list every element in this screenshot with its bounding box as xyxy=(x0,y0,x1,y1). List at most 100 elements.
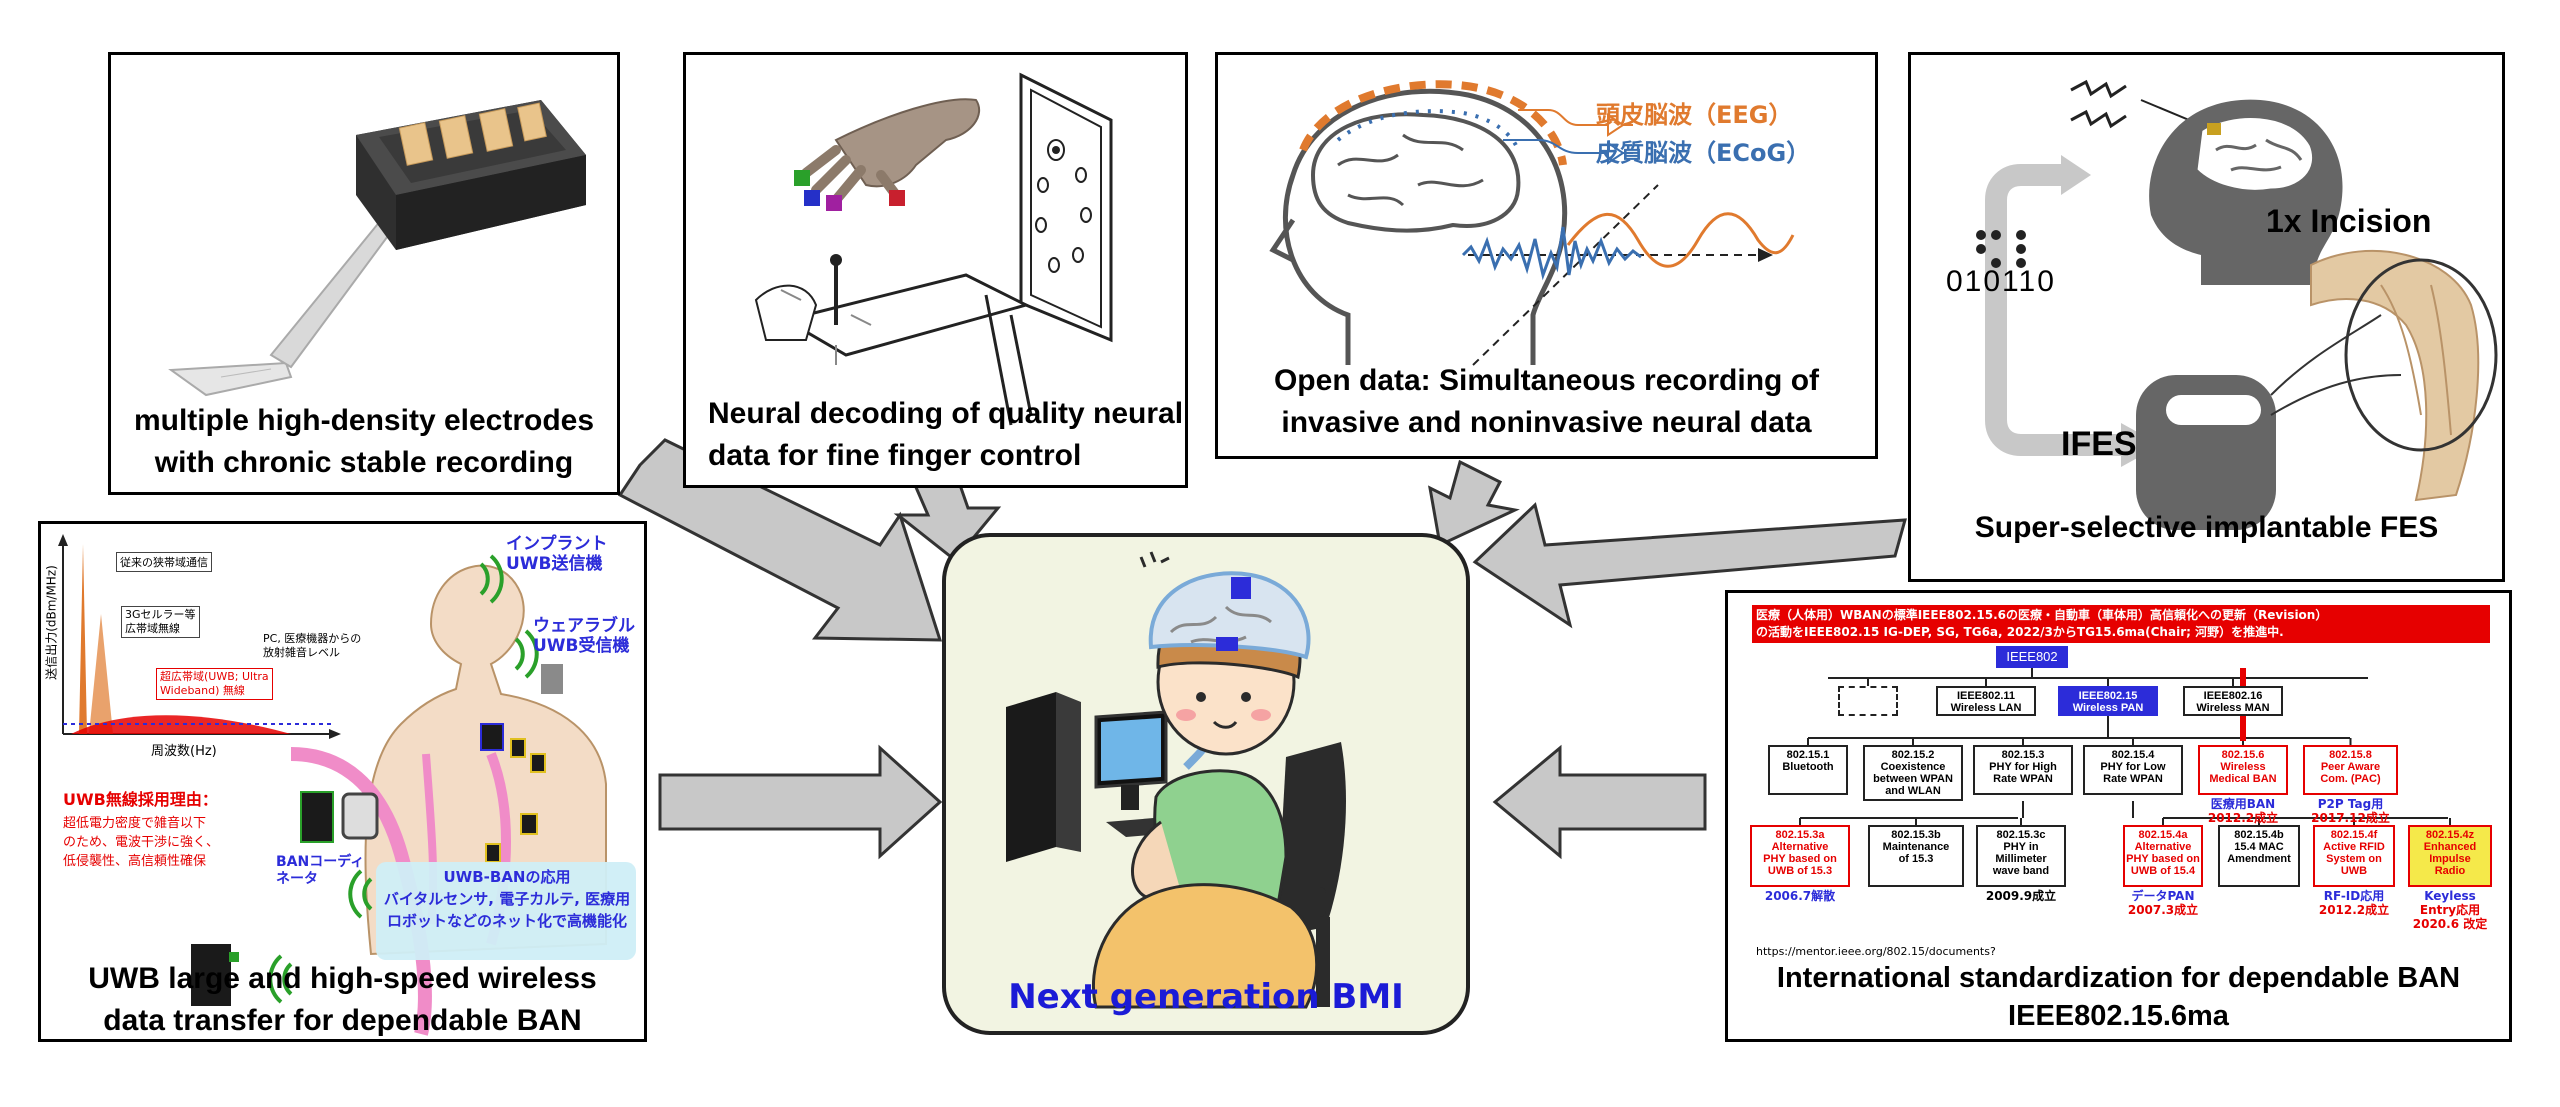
standard-box-line: PHY based on xyxy=(2126,853,2200,865)
standard-note-line: 2012.2成立 xyxy=(2318,903,2390,917)
wearable-label: ウェアラブル UWB受信機 xyxy=(533,616,635,656)
uwb-illustration xyxy=(58,534,636,1036)
label-line: 超広帯域(UWB; Ultra xyxy=(160,670,269,683)
standard-box-line: Bluetooth xyxy=(1782,761,1834,773)
standard-box-line: 15.4 MAC xyxy=(2234,841,2284,853)
bmi-patient-illustration xyxy=(1006,551,1346,1009)
label-line: ウェアラブル xyxy=(533,616,635,636)
cellular-label: 3Gセルラー等 広帯域無線 xyxy=(121,606,200,638)
panel-uwb: インプラント UWB送信機 ウェアラブル UWB受信機 従来の狭帯域通信 3Gセ… xyxy=(38,521,647,1042)
standard-box-line: of 15.3 xyxy=(1898,853,1934,865)
label-line: ロボットなどのネット化で高機能化 xyxy=(386,912,627,930)
label-line: ネータ xyxy=(276,871,318,887)
center-panel: Next generation BMI xyxy=(942,533,1470,1035)
standard-banner: 医療（人体用）WBANの標準IEEE802.15.6の医療・自動車（車体用）高信… xyxy=(1752,605,2490,643)
caption-line: invasive and noninvasive neural data xyxy=(1281,406,1812,439)
standard-note-line: 2017.12成立 xyxy=(2311,811,2390,825)
placeholder-box xyxy=(1838,686,1898,716)
standard-note-line: 2007.3成立 xyxy=(2127,903,2199,917)
open-data-caption: Open data: Simultaneous recording of inv… xyxy=(1218,360,1875,444)
panel-standard: 医療（人体用）WBANの標準IEEE802.15.6の医療・自動車（車体用）高信… xyxy=(1725,590,2512,1042)
caption-line: data transfer for dependable BAN xyxy=(103,1004,582,1037)
standard-box-line: Radio xyxy=(2434,865,2466,877)
label-line: PC, 医療機器からの xyxy=(263,632,362,645)
standard-box-line: 802.15.8 xyxy=(2329,749,2372,761)
standard-box-line: and WLAN xyxy=(1885,785,1941,797)
standard-box-line: Alternative xyxy=(1771,841,1829,853)
ieee-docs-url: https://mentor.ieee.org/802.15/documents… xyxy=(1756,945,1996,958)
caption-line: Neural decoding of quality neural xyxy=(708,397,1184,430)
label-line: UWB-BANの応用 xyxy=(443,868,571,886)
reason-line: 超低電力密度で雑音以下 xyxy=(63,816,207,831)
arrow-open-data xyxy=(1428,459,1520,548)
standard-box-line: Alternative xyxy=(2134,841,2192,853)
uwb-caption: UWB large and high-speed wireless data t… xyxy=(41,958,644,1042)
narrowband-label: 従来の狭帯域通信 xyxy=(116,552,212,572)
standard-box-line: IEEE802.11 xyxy=(1956,690,2016,702)
standard-box-line: Active RFID xyxy=(2323,841,2385,853)
standard-box-line: 802.15.4f xyxy=(2330,829,2378,841)
standard-box-line: PHY for High xyxy=(1989,761,2057,773)
standard-box-line: Wireless xyxy=(2220,761,2266,773)
standard-note-line: RF-ID応用 xyxy=(2323,889,2385,903)
standard-box-line: Coexistence xyxy=(1880,761,1946,773)
standard-box-line: 802.15.6 xyxy=(2221,749,2265,761)
standard-box-line: Wireless LAN xyxy=(1950,702,2022,714)
banner-line: 医療（人体用）WBANの標準IEEE802.15.6の医療・自動車（車体用）高信… xyxy=(1756,608,2328,622)
banner-line: の活動をIEEE802.15 IG-DEP, SG, TG6a, 2022/3か… xyxy=(1756,625,2284,639)
standard-box-line: Rate WPAN xyxy=(1993,773,2053,785)
standard-note-line: 医療用BAN xyxy=(2210,797,2276,811)
standard-box-line: 802.15.4a xyxy=(2138,829,2188,841)
standard-note-line: データPAN xyxy=(2131,889,2195,903)
panel-fes: 1x Incision 010110 IFES Super-selective … xyxy=(1908,52,2505,582)
caption-line: IEEE802.15.6ma xyxy=(2008,1000,2229,1032)
label-line: Wideband) 無線 xyxy=(160,684,245,697)
standard-box-line: PHY in xyxy=(2003,841,2039,853)
arrow-uwb xyxy=(658,744,943,860)
label-line: 広帯域無線 xyxy=(125,622,180,635)
ecog-label: 皮質脳波（ECoG） xyxy=(1596,139,1811,167)
incision-label: 1x Incision xyxy=(2266,203,2432,239)
uwb-reason-title: UWB無線採用理由： xyxy=(63,790,218,809)
standard-box-line: PHY for Low xyxy=(2100,761,2166,773)
uwb-ban-application-box: UWB-BANの応用 バイタルセンサ, 電子カルテ, 医療用 ロボットなどのネッ… xyxy=(381,866,633,932)
caption-line: with chronic stable recording xyxy=(154,446,574,479)
standard-box-line: 802.15.4z xyxy=(2425,829,2475,841)
center-title: Next generation BMI xyxy=(1008,977,1404,1017)
standard-box-line: Wireless PAN xyxy=(2072,702,2144,714)
standard-caption: International standardization for depend… xyxy=(1728,959,2509,1035)
label-line: インプラント xyxy=(506,534,608,554)
ieee-tree-lines xyxy=(1799,668,2451,825)
standard-note-line: 2009.9成立 xyxy=(1985,889,2057,903)
label-line: UWB受信機 xyxy=(533,636,630,656)
x-axis-label: 周波数(Hz) xyxy=(151,744,217,759)
caption-line: data for fine finger control xyxy=(708,439,1082,472)
electrodes-caption: multiple high-density electrodes with ch… xyxy=(111,400,617,484)
caption-line: International standardization for depend… xyxy=(1776,962,2461,994)
ieee-root-box: IEEE802 xyxy=(1996,646,2068,668)
standard-note-line: 2006.7解散 xyxy=(1764,889,1836,903)
standard-box-line: Medical BAN xyxy=(2209,773,2277,785)
fes-caption: Super-selective implantable FES xyxy=(1974,511,2439,544)
panel-open-data: 頭皮脳波（EEG） 皮質脳波（ECoG） Open data: Simultan… xyxy=(1215,52,1878,459)
standard-box-line: Peer Aware xyxy=(2320,761,2381,773)
y-axis-label: 送信出力(dBm/MHz) xyxy=(44,565,59,680)
standard-box-line: 802.15.4b xyxy=(2234,829,2284,841)
standard-box-line: between WPAN xyxy=(1873,773,1953,785)
pc-noise-label: PC, 医療機器からの 放射雑音レベル xyxy=(263,632,361,660)
label-line: 放射雑音レベル xyxy=(263,646,340,659)
